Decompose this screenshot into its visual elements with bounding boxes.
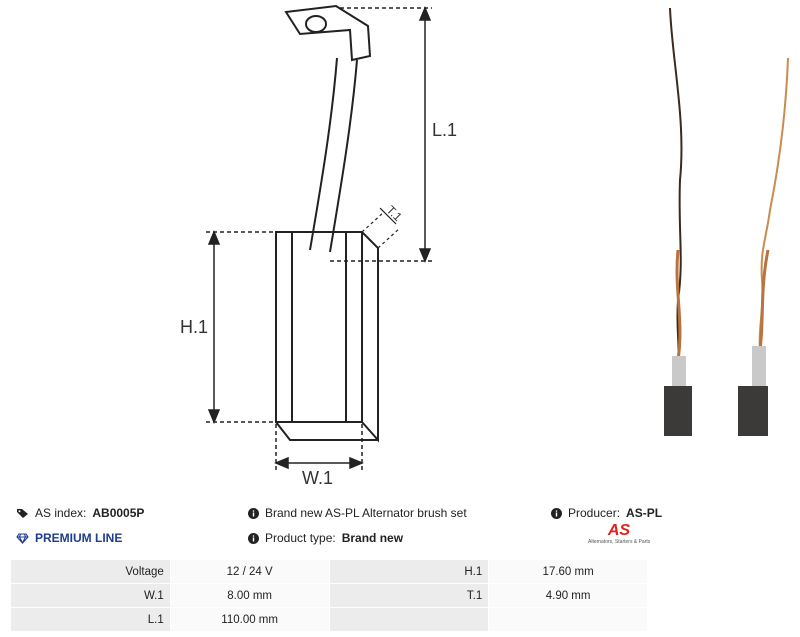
producer-value: AS-PL: [626, 506, 663, 520]
description-text: Brand new AS-PL Alternator brush set: [265, 506, 467, 520]
brand-tagline: Alternators, Starters & Parts: [588, 539, 651, 545]
dimension-t1: [361, 207, 401, 249]
tag-icon: [17, 508, 28, 518]
label-t1: T.1: [384, 203, 405, 224]
brand-logo: AS Alternators, Starters & Parts: [588, 523, 650, 551]
product-info: AS index: AB0005P PREMIUM LINE Brand new…: [0, 500, 800, 558]
product-photo: [664, 7, 789, 436]
dimension-w1: [274, 424, 364, 470]
carbon-block: [275, 231, 379, 443]
info-icon: [551, 507, 562, 519]
terminal-lug: [284, 4, 372, 62]
spec-label: T.1: [328, 583, 490, 608]
spec-value: [488, 607, 648, 632]
as-index: AS index: AB0005P: [16, 506, 144, 520]
diamond-icon: [16, 532, 29, 544]
product-type-value: Brand new: [341, 531, 404, 545]
spec-table: Voltage 12 / 24 V H.1 17.60 mm W.1 8.00 …: [10, 559, 648, 632]
info-icon: [248, 507, 259, 519]
brand-logo-mark: AS: [607, 522, 631, 539]
brush-wire: [309, 57, 358, 253]
as-index-label: AS index:: [35, 506, 87, 520]
label-h1: H.1: [180, 317, 208, 337]
premium-line: PREMIUM LINE: [16, 531, 122, 545]
premium-line-label: PREMIUM LINE: [35, 531, 123, 545]
product-type-label: Product type:: [265, 531, 336, 545]
label-l1: L.1: [432, 120, 457, 140]
table-row: W.1 8.00 mm T.1 4.90 mm: [10, 583, 648, 608]
brush-right: [738, 57, 789, 436]
spec-label: [328, 607, 490, 632]
spec-label: L.1: [10, 607, 171, 632]
spec-value: 8.00 mm: [169, 583, 330, 608]
brush-left: [664, 7, 692, 436]
label-w1: W.1: [302, 468, 333, 488]
dimension-h1: [206, 230, 276, 424]
technical-drawing: L.1 H.1 W.1 T.1: [180, 4, 457, 488]
spec-value: 17.60 mm: [488, 559, 648, 584]
producer-label: Producer:: [568, 506, 621, 520]
dimension-l1: [330, 6, 432, 263]
table-row: Voltage 12 / 24 V H.1 17.60 mm: [10, 559, 648, 584]
producer: Producer: AS-PL: [551, 506, 662, 520]
product-type: Product type: Brand new: [248, 531, 403, 545]
info-icon: [248, 532, 259, 544]
spec-label: W.1: [10, 583, 171, 608]
spec-value: 4.90 mm: [488, 583, 648, 608]
product-description: Brand new AS-PL Alternator brush set: [248, 506, 467, 520]
as-index-value: AB0005P: [92, 506, 145, 520]
spec-label: Voltage: [10, 559, 171, 584]
spec-label: H.1: [328, 559, 490, 584]
spec-value: 12 / 24 V: [169, 559, 330, 584]
table-row: L.1 110.00 mm: [10, 607, 648, 632]
spec-value: 110.00 mm: [169, 607, 330, 632]
